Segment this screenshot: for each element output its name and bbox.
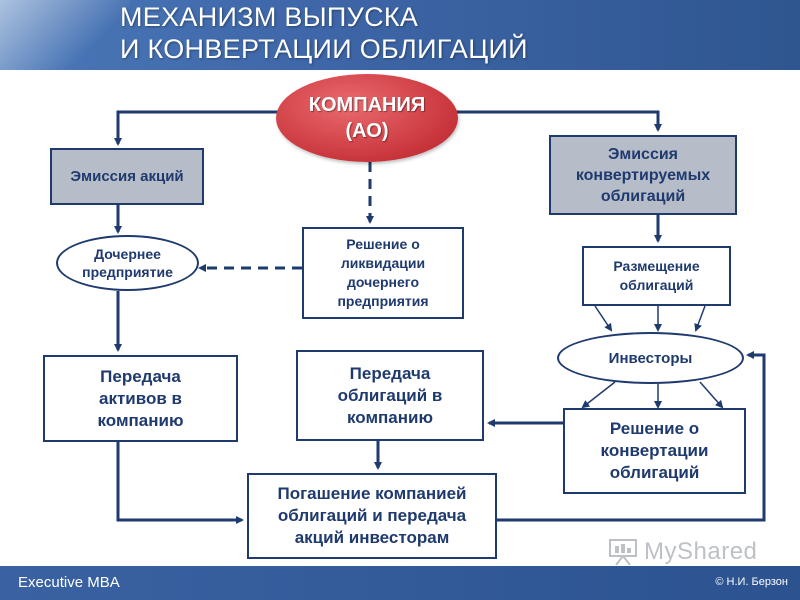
footer-author: © Н.И. Берзон [715,576,788,588]
header-shine [0,0,130,70]
liquidation-decision-box: Решение о ликвидации дочернего предприят… [302,227,464,319]
arrow-investors-conversion-right [699,381,724,409]
asset-transfer-box: Передача активов в компанию [43,355,238,442]
watermark-logo: MyShared [608,536,768,566]
title-line-1: МЕХАНИЗМ ВЫПУСКА [120,2,419,32]
title-line-2: И КОНВЕРТАЦИИ ОБЛИГАЦИЙ [120,34,528,64]
header-banner [0,0,800,70]
investors-ellipse: Инвесторы [557,332,744,384]
bond-transfer-box: Передача облигаций в компанию [296,350,484,441]
convertible-issue-box: Эмиссия конвертируемых облигаций [549,135,737,215]
footer-brand: Executive MBA [18,574,120,591]
arrow-asset-transfer-to-redemption [116,442,244,524]
watermark-text: MyShared [644,538,758,565]
arrow-redemption-to-investors [497,351,766,522]
arrow-placement-investors-left [594,305,613,332]
arrow-placement-investors-right [694,305,706,332]
redemption-box: Погашение компанией облигаций и передача… [247,473,497,559]
company-label: КОМПАНИЯ [308,94,426,116]
footer-bar: Executive MBA © Н.И. Берзон [0,566,800,600]
presentation-board-icon [609,539,637,566]
arrow-company-to-convertible-issue [456,110,662,132]
share-issue-box: Эмиссия акций [50,148,204,205]
subsidiary-ellipse: Дочернее предприятие [56,235,199,291]
arrow-company-to-share-issue [114,110,278,146]
conversion-decision-box: Решение о конвертации облигаций [563,408,746,494]
company-type-label: (АО) [345,120,389,142]
arrow-investors-conversion-left [581,381,616,409]
company-node: КОМПАНИЯ (АО) [276,74,458,162]
bond-placement-box: Размещение облигаций [582,246,731,306]
